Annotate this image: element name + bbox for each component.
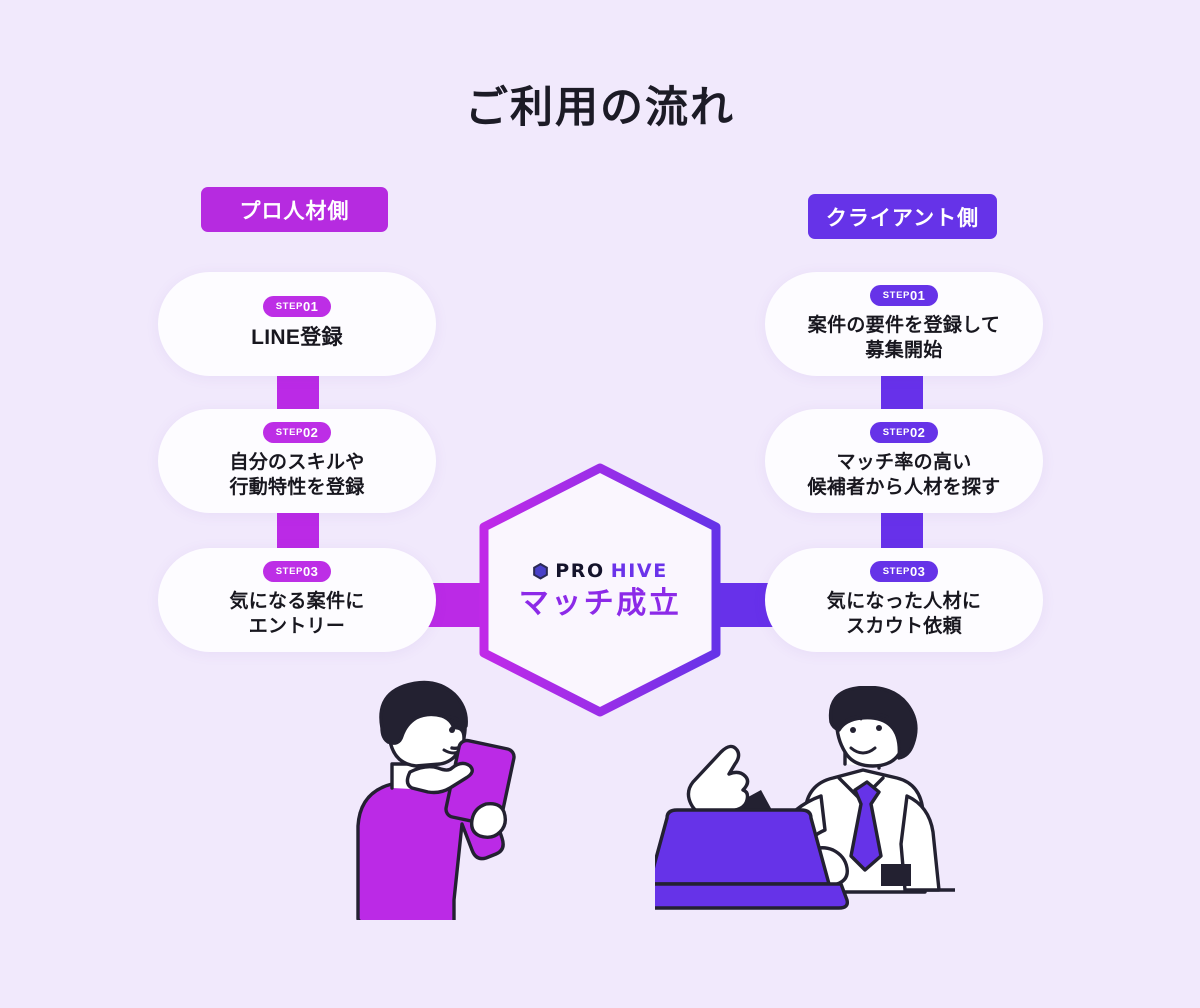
step-card-talent-2-text: 自分のスキルや 行動特性を登録 [229,451,365,498]
step-badge-word: STEP [275,426,303,438]
column-badge-talent-label: プロ人材側 [239,199,350,223]
step-card-talent-1-text: LINE登録 [251,326,343,350]
column-badge-client-label: クライアント側 [825,206,980,230]
step-card-talent-3-text: 気になる案件に エントリー [229,590,365,637]
step-badge-word: STEP [882,565,910,577]
step-card-client-2-text: マッチ率の高い 候補者から人材を探す [807,451,1001,498]
step-card-client-3-text: 気になった人材に スカウト依頼 [826,590,982,637]
step-badge-word: STEP [275,565,303,577]
logo-text-pro: PRO [555,559,605,582]
step-badge-word: STEP [882,426,910,438]
step-badge-word: STEP [275,301,303,313]
logo-text-hive: HIVE [610,559,668,582]
column-badge-talent: プロ人材側 [201,187,388,232]
match-headline: マッチ成立 [518,586,682,620]
step-badge-number: 03 [909,563,926,579]
step-badge-number: 03 [302,563,319,579]
step-badge-number: 01 [909,287,926,303]
step-card-client-1-text: 案件の要件を登録して 募集開始 [807,314,1001,361]
step-badge-number: 02 [302,424,319,440]
column-badge-client: クライアント側 [808,194,997,239]
illustration-person-with-smartphone [356,680,516,920]
hexagon-outline-icon [479,463,721,717]
step-badge-word: STEP [882,289,910,301]
hexagon-logo-mark-icon [533,562,549,580]
page-title: ご利用の流れ [465,84,735,132]
step-badge-number: 02 [909,424,926,440]
step-badge-number: 01 [302,299,319,315]
illustration-businessman-with-laptop [655,686,955,910]
